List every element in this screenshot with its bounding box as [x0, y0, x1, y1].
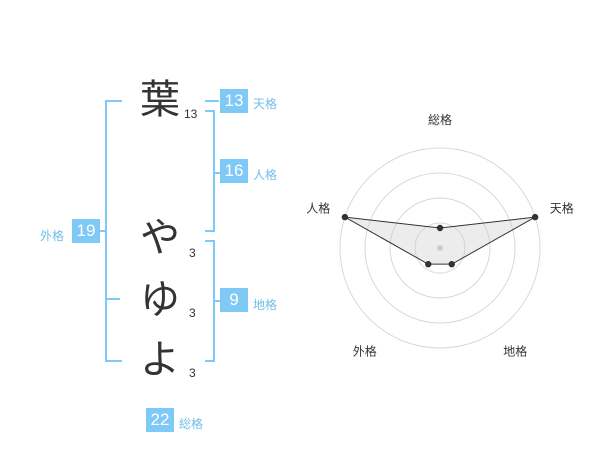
name-char-1: 葉 [140, 77, 180, 123]
radar-series-area [344, 216, 536, 265]
chikaku-bracket [205, 240, 215, 362]
stroke-count-1: 13 [184, 107, 198, 121]
chikaku-score: 9 [220, 288, 248, 312]
radar-axis-label-地格: 地格 [503, 344, 527, 359]
tenkaku-score: 13 [220, 89, 248, 113]
radar-grid-ring-1 [414, 222, 466, 274]
jinkaku-bracket [205, 110, 215, 232]
radar-grid-ring-2 [389, 197, 491, 299]
radar-grid-ring-3 [364, 172, 516, 324]
jinkaku-connector [215, 172, 221, 174]
jinkaku-label: 人格 [253, 168, 278, 182]
radar-point-人格 [341, 213, 349, 221]
radar-axis-label-天格: 天格 [550, 200, 574, 215]
stroke-count-3: 3 [189, 306, 196, 320]
gaikaku-label: 外格 [40, 229, 65, 243]
chikaku-label: 地格 [253, 298, 278, 312]
radar-point-地格 [448, 260, 455, 268]
radar-grid-ring-4 [339, 147, 541, 349]
radar-point-総格 [436, 224, 444, 232]
radar-axis-label-総格: 総格 [428, 112, 452, 127]
name-char-2: や [140, 215, 180, 261]
gaikaku-connector [100, 230, 106, 232]
stroke-count-4: 3 [189, 366, 196, 380]
tenkaku-label: 天格 [253, 97, 278, 111]
chikaku-connector [215, 300, 221, 302]
jinkaku-score: 16 [220, 159, 248, 183]
radar-axis-label-人格: 人格 [306, 200, 330, 215]
tenkaku-connector [205, 100, 219, 102]
gaikaku-score: 19 [72, 219, 100, 243]
gaikaku-bracket-tick [105, 298, 120, 300]
radar-point-外格 [425, 260, 432, 268]
radar-axis-label-外格: 外格 [353, 344, 377, 359]
stroke-count-2: 3 [189, 246, 196, 260]
soukaku-score: 22 [146, 408, 174, 432]
name-char-3: ゆ [140, 277, 180, 323]
name-char-4: よ [140, 337, 180, 383]
gaikaku-bracket [105, 100, 122, 362]
radar-center-dot [437, 245, 443, 251]
soukaku-label: 総格 [179, 417, 204, 431]
radar-point-天格 [531, 213, 539, 221]
